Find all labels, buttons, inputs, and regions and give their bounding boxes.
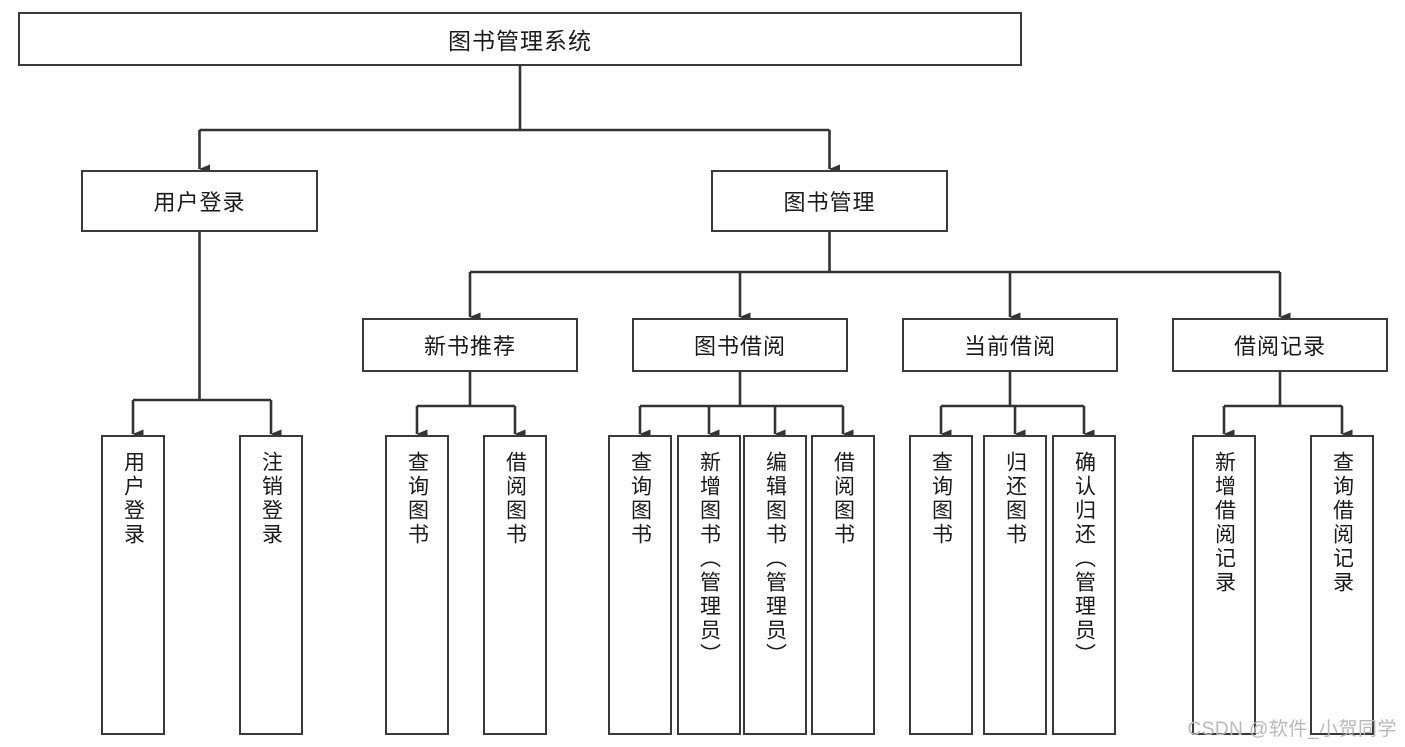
node-leaf-edit-book[interactable]: 编辑图书（管理员） (743, 435, 807, 735)
node-leaf-query-book-borrow[interactable]: 查询图书 (608, 435, 672, 735)
node-label: 新增借阅记录 (1212, 451, 1236, 595)
node-label: 确认归还（管理员） (1072, 451, 1096, 667)
node-label: 查询图书 (405, 451, 429, 547)
node-label: 借阅记录 (1233, 334, 1326, 359)
node-label: 借阅图书 (503, 451, 527, 547)
node-book-manage[interactable]: 图书管理 (711, 170, 948, 232)
node-leaf-borrow-book-recommend[interactable]: 借阅图书 (483, 435, 547, 735)
node-label: 编辑图书（管理员） (763, 451, 787, 667)
node-borrow-record[interactable]: 借阅记录 (1172, 318, 1388, 372)
node-root[interactable]: 图书管理系统 (18, 12, 1022, 66)
node-book-borrow[interactable]: 图书借阅 (632, 318, 848, 372)
node-label: 当前借阅 (963, 334, 1056, 359)
node-label: 查询图书 (929, 451, 953, 547)
node-leaf-confirm-return[interactable]: 确认归还（管理员） (1052, 435, 1116, 735)
node-label: 图书管理 (783, 190, 876, 215)
node-current-borrow[interactable]: 当前借阅 (902, 318, 1118, 372)
node-leaf-logout[interactable]: 注销登录 (239, 435, 303, 735)
node-label: 用户登录 (153, 190, 246, 215)
node-leaf-user-login[interactable]: 用户登录 (101, 435, 165, 735)
node-leaf-query-book-current[interactable]: 查询图书 (909, 435, 973, 735)
node-label: 图书借阅 (693, 334, 786, 359)
node-leaf-add-borrow-record[interactable]: 新增借阅记录 (1192, 435, 1256, 735)
node-leaf-return-book[interactable]: 归还图书 (983, 435, 1047, 735)
node-label: 归还图书 (1003, 451, 1027, 547)
node-new-book-recommend[interactable]: 新书推荐 (362, 318, 578, 372)
node-label: 查询借阅记录 (1330, 451, 1354, 595)
node-label: 图书管理系统 (448, 28, 592, 54)
node-leaf-query-book-recommend[interactable]: 查询图书 (385, 435, 449, 735)
node-label: 用户登录 (121, 451, 145, 547)
node-leaf-borrow-book[interactable]: 借阅图书 (811, 435, 875, 735)
node-leaf-add-book[interactable]: 新增图书（管理员） (677, 435, 741, 735)
node-user-login[interactable]: 用户登录 (81, 170, 318, 232)
node-label: 借阅图书 (831, 451, 855, 547)
node-label: 新增图书（管理员） (697, 451, 721, 667)
node-label: 查询图书 (628, 451, 652, 547)
node-label: 新书推荐 (423, 334, 516, 359)
csdn-watermark: CSDN @软件_小贺同学 (1187, 719, 1397, 740)
node-label: 注销登录 (259, 451, 283, 547)
node-leaf-query-borrow-record[interactable]: 查询借阅记录 (1310, 435, 1374, 735)
